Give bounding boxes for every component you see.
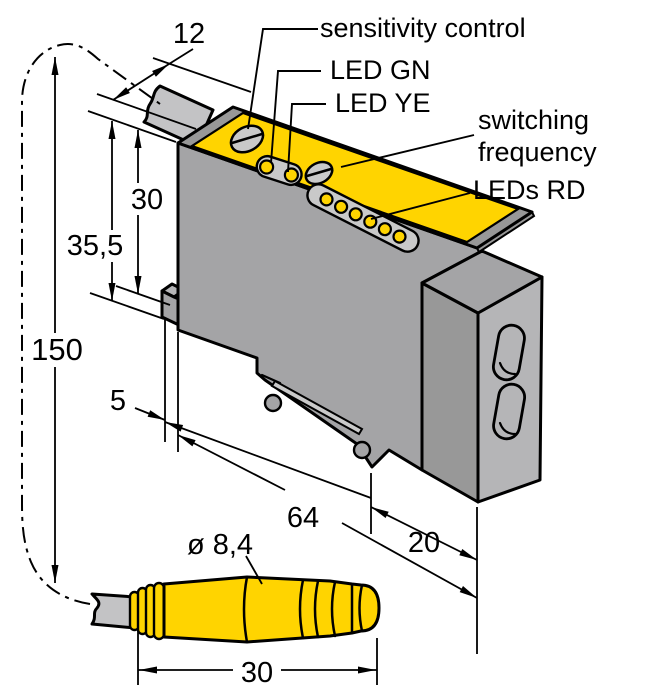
lens-upper-depth-line: [498, 361, 517, 376]
led-ye-hole: [283, 167, 299, 183]
led-rd-hole-6: [392, 229, 407, 244]
leader-led-gn: [270, 70, 321, 164]
dim-label-dia: ø 8,4: [187, 529, 253, 561]
callout-switching-line2: frequency: [478, 137, 597, 167]
connector-seam-max: [242, 575, 249, 644]
mounting-hole-left: [263, 393, 283, 413]
dim-355-arrow-down: [108, 283, 116, 301]
dim-20-line-a: [370, 506, 478, 561]
ref-bottom-30: [115, 285, 171, 306]
dim-label-64: 64: [287, 502, 319, 534]
dim-12-ext-b: [152, 57, 252, 93]
sensitivity-screw-slot: [230, 132, 264, 145]
leader-leds-rd: [370, 192, 471, 220]
dim-20-line-b: [341, 522, 478, 599]
led-gn-hole: [259, 159, 275, 175]
connector-seam-2: [313, 579, 320, 639]
dim-label-5: 5: [110, 385, 126, 417]
dim-64-arrow-left: [165, 422, 184, 432]
label-bg-30: [128, 183, 166, 215]
led-rd-hole-3: [348, 207, 363, 222]
dim-30-arrow-up: [134, 130, 142, 148]
lens-lower-depth-line: [498, 421, 517, 436]
dim-5-arrow-right: [178, 435, 196, 447]
callout-led-ye: LED YE: [335, 88, 431, 118]
dim-label-30: 30: [131, 184, 163, 216]
dim-355-arrow-up: [108, 121, 116, 139]
top-panel-yellow: [189, 111, 521, 244]
dim-20-arrow-a-right: [459, 549, 477, 560]
dim-30b-arrow-left: [139, 666, 157, 674]
dim-150-arrow-down: [51, 565, 59, 583]
label-bg-150: [29, 333, 85, 367]
connector-body: [162, 575, 381, 644]
connector-tip-seam: [358, 583, 364, 633]
ref-bottom-355: [89, 292, 165, 320]
head-left-face: [420, 281, 480, 504]
dim-20-arrow-b-right: [459, 586, 477, 598]
dim-label-20: 20: [408, 527, 440, 559]
ref-top-edge: [87, 110, 177, 143]
dim-12-arrow-left: [113, 87, 130, 100]
callout-sensitivity-control: sensitivity control: [320, 13, 526, 43]
din-rail-slot: [270, 379, 364, 436]
head-top-face: [420, 249, 544, 315]
dim-dia-leader: [245, 555, 263, 585]
connector-seam-3: [330, 580, 337, 638]
dim-label-355: 35,5: [67, 230, 123, 262]
frequency-screw-slot: [305, 167, 333, 178]
connector-seam-1: [298, 578, 305, 640]
dim-label-150: 150: [31, 332, 83, 367]
dim-30b-arrow-right: [358, 666, 376, 674]
led-rd-hole-2: [334, 199, 349, 214]
dim-12-arrow-right: [152, 64, 169, 77]
dim-64-line: [164, 421, 372, 499]
bend-radius-line: [21, 43, 161, 605]
dim-5-seg-right: [177, 434, 286, 491]
leader-led-ye: [287, 103, 326, 173]
leader-switching-frequency: [340, 134, 475, 168]
callout-led-gn: LED GN: [330, 55, 431, 85]
dim-30-arrow-down: [134, 276, 142, 294]
label-bg-355: [61, 230, 129, 262]
callout-switching-line1: switching: [478, 105, 589, 135]
leader-sensitivity-control: [247, 28, 318, 130]
dim-label-12: 12: [173, 18, 205, 50]
mounting-hole-right: [352, 440, 372, 460]
dim-150-arrow-up: [51, 57, 59, 75]
dim-20-arrow-a-left: [371, 507, 389, 518]
cable-bottom: [90, 592, 137, 630]
led-recess-rd-row: [306, 183, 420, 253]
led-rd-hole-1: [319, 192, 334, 207]
dim-label-30b: 30: [241, 657, 273, 689]
label-bg-30b: [233, 654, 281, 688]
callout-leds-rd: LEDs RD: [473, 175, 586, 205]
led-rd-hole-5: [377, 222, 392, 237]
dim-5-arrow-left: [147, 410, 165, 420]
dim-12-lead: [168, 48, 194, 65]
